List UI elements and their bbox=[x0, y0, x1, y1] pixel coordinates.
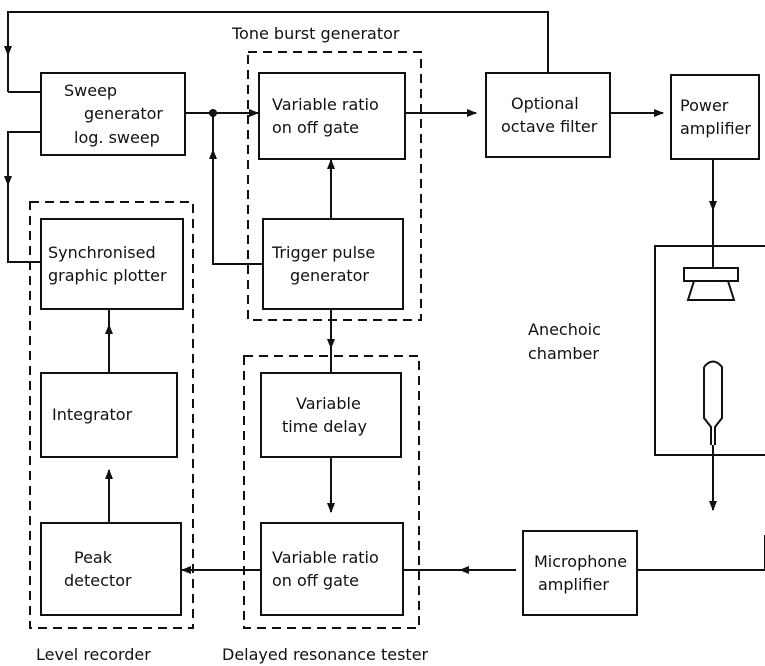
delay-line-1: Variable bbox=[296, 393, 361, 413]
peak-line-1: Peak bbox=[74, 547, 112, 567]
chamber-outline bbox=[654, 245, 765, 456]
mic-amp-line-2: amplifier bbox=[538, 575, 609, 594]
junction-dot bbox=[209, 109, 217, 117]
octave-line-1: Optional bbox=[511, 93, 579, 113]
bottom-gate-line-2: on off gate bbox=[272, 571, 359, 590]
top-gate-line-2: on off gate bbox=[272, 118, 359, 137]
peak-detector-block: Peak detector bbox=[40, 522, 182, 616]
loudspeaker-icon bbox=[683, 267, 739, 301]
delay-line-2: time delay bbox=[282, 417, 367, 436]
trigger-line-2: generator bbox=[290, 266, 370, 285]
tone-burst-frame bbox=[247, 51, 422, 321]
octave-filter-block: Optional octave filter bbox=[485, 72, 611, 158]
tone-burst-label: Tone burst generator bbox=[232, 24, 400, 43]
power-amplifier-block: Power amplifier bbox=[670, 74, 760, 160]
bottom-gate-line-1: Variable ratio bbox=[272, 547, 379, 567]
microphone-amplifier-block: Microphone amplifier bbox=[522, 530, 638, 616]
microphone-icon bbox=[703, 360, 723, 445]
sweep-line-2: generator bbox=[84, 104, 164, 124]
bottom-gate-block: Variable ratio on off gate bbox=[260, 522, 404, 616]
integrator-block: Integrator bbox=[40, 372, 178, 458]
peak-line-2: detector bbox=[64, 571, 132, 590]
sweep-generator-block: Sweep generator log. sweep bbox=[40, 72, 186, 156]
octave-line-2: octave filter bbox=[501, 117, 598, 136]
top-gate-line-1: Variable ratio bbox=[272, 94, 379, 114]
chamber-label-2: chamber bbox=[528, 344, 599, 363]
trigger-line-1: Trigger pulse bbox=[272, 242, 376, 262]
time-delay-block: Variable time delay bbox=[260, 372, 402, 458]
top-gate-block: Variable ratio on off gate bbox=[258, 72, 406, 160]
integrator-line-1: Integrator bbox=[52, 405, 133, 425]
delayed-resonance-frame bbox=[243, 355, 420, 629]
level-recorder-frame bbox=[29, 201, 194, 629]
sweep-line-1: Sweep bbox=[64, 81, 118, 101]
plotter-line-1: Synchronised bbox=[48, 242, 156, 262]
power-line-1: Power bbox=[680, 95, 729, 115]
power-line-2: amplifier bbox=[680, 119, 751, 138]
level-recorder-label: Level recorder bbox=[36, 645, 151, 664]
delayed-resonance-label: Delayed resonance tester bbox=[222, 645, 429, 664]
sweep-line-3: log. sweep bbox=[74, 127, 160, 147]
trigger-pulse-block: Trigger pulse generator bbox=[262, 218, 404, 310]
plotter-line-2: graphic plotter bbox=[48, 266, 167, 285]
graphic-plotter-block: Synchronised graphic plotter bbox=[40, 218, 184, 310]
mic-amp-line-1: Microphone bbox=[534, 551, 628, 571]
chamber-label-1: Anechoic bbox=[528, 320, 601, 339]
